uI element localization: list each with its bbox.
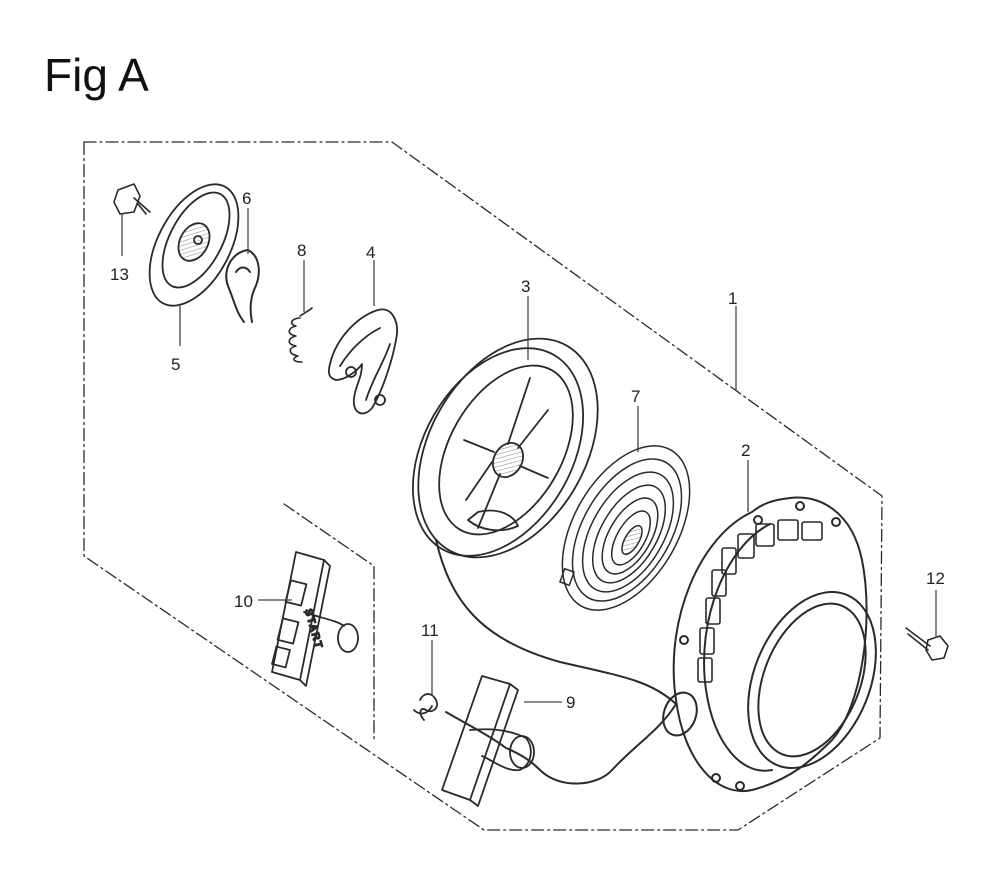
callout-6: 6	[242, 189, 251, 208]
ratchet-spring-8	[288, 307, 313, 363]
flange-bolt-13	[113, 183, 151, 215]
recoil-pulley-3	[411, 337, 599, 559]
starter-grip-10: START	[271, 551, 359, 687]
callout-4: 4	[366, 243, 375, 262]
ratchet-pawl-4	[328, 308, 398, 415]
callout-11: 11	[421, 621, 439, 640]
callout-5: 5	[171, 355, 180, 374]
callout-labels: 1 2 3 4 5 6 7 8 9 10 11 12 13	[110, 189, 945, 712]
callout-7: 7	[631, 387, 640, 406]
callout-3: 3	[521, 277, 530, 296]
rope-knot-11	[413, 693, 438, 721]
callout-8: 8	[297, 241, 306, 260]
leader-lines	[121, 208, 937, 703]
return-spring-clip-6	[225, 249, 260, 323]
callout-1: 1	[728, 289, 737, 308]
callout-12: 12	[926, 569, 945, 588]
starter-grip-9	[441, 675, 535, 807]
callout-10: 10	[234, 592, 253, 611]
callout-9: 9	[566, 693, 575, 712]
friction-plate-5	[148, 183, 240, 307]
callout-2: 2	[741, 441, 750, 460]
starter-case-2	[662, 496, 877, 793]
recoil-spring-7	[559, 445, 691, 611]
callout-13: 13	[110, 265, 129, 284]
flange-bolt-12	[905, 627, 949, 661]
assembly-boundary	[83, 141, 883, 831]
starter-rope	[435, 539, 677, 785]
figure-title: Fig A	[44, 49, 149, 101]
handle-kit-boundary	[283, 503, 375, 741]
